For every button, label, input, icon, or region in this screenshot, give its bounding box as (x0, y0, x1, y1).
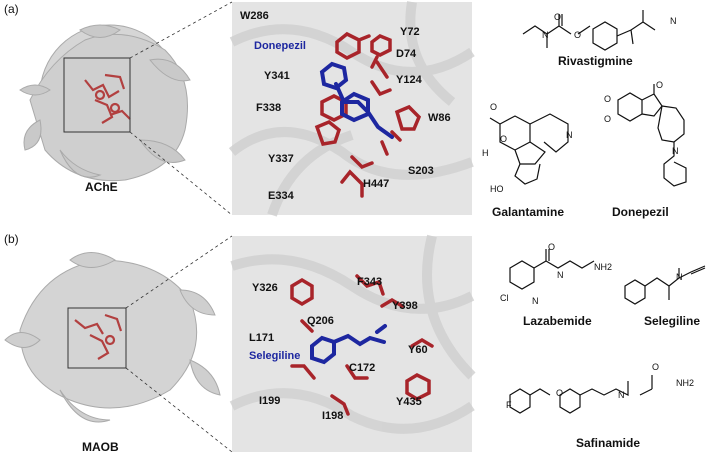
ache-binding-site (228, 1, 475, 217)
residue-y124: Y124 (396, 74, 422, 86)
residue-y398: Y398 (392, 300, 418, 312)
maob-protein-structure (4, 252, 221, 423)
rivastigmine-o1: O (554, 12, 562, 22)
galantamine-n: N (566, 130, 573, 140)
lazabemide-nh2: NH2 (594, 262, 613, 272)
ligand-selegiline-label: Selegiline (249, 350, 301, 362)
compound-safinamide: Safinamide (576, 436, 641, 450)
safinamide-o-ether: O (556, 388, 564, 398)
residue-i198: I198 (322, 410, 344, 422)
ache-protein-structure (19, 24, 191, 182)
protein-name-maob: MAOB (82, 440, 119, 454)
galantamine-h: H (482, 148, 489, 158)
protein-name-ache: AChE (85, 180, 118, 194)
residue-y72: Y72 (400, 26, 420, 38)
safinamide-nh2: NH2 (676, 378, 695, 388)
panel-label-a: (a) (4, 2, 19, 16)
ligand-donepezil-label: Donepezil (254, 40, 306, 52)
selegiline-structure (624, 265, 706, 305)
residue-y60: Y60 (408, 344, 428, 356)
compound-donepezil: Donepezil (612, 205, 669, 219)
donepezil-o-2: O (604, 114, 612, 124)
rivastigmine-n2: N (670, 16, 677, 26)
safinamide-o-amide: O (652, 362, 660, 372)
residue-d74: D74 (396, 48, 417, 60)
residue-i199: I199 (259, 395, 281, 407)
residue-y435: Y435 (396, 396, 422, 408)
rivastigmine-n1: N (542, 30, 549, 40)
selegiline-n: N (676, 272, 683, 282)
lazabemide-n-ring: N (532, 296, 539, 306)
residue-w286: W286 (240, 10, 269, 22)
galantamine-structure (489, 113, 569, 185)
maob-binding-site (229, 234, 476, 452)
safinamide-structure (509, 375, 653, 414)
residue-y326: Y326 (252, 282, 278, 294)
residue-y341: Y341 (264, 70, 290, 82)
residue-e334: E334 (268, 190, 294, 202)
compound-lazabemide: Lazabemide (523, 314, 592, 328)
residue-f343: F343 (357, 276, 383, 288)
lazabemide-structure (509, 249, 595, 290)
rivastigmine-structure (522, 10, 656, 51)
galantamine-o-ring: O (500, 134, 508, 144)
lazabemide-n-amide: N (557, 270, 564, 280)
residue-f338: F338 (256, 102, 282, 114)
safinamide-f: F (506, 400, 512, 410)
donepezil-o-ketone: O (656, 80, 664, 90)
galantamine-ho: HO (490, 184, 504, 194)
residue-q206: Q206 (307, 315, 334, 327)
panel-label-b: (b) (4, 232, 19, 246)
residue-h447: H447 (363, 178, 390, 190)
residue-y337: Y337 (268, 153, 294, 165)
donepezil-structure (617, 84, 687, 187)
lazabemide-cl: Cl (500, 293, 509, 303)
lazabemide-o: O (548, 242, 556, 252)
residue-l171: L171 (249, 332, 275, 344)
safinamide-n: N (618, 390, 625, 400)
residue-c172: C172 (349, 362, 376, 374)
residue-w86: W86 (428, 112, 451, 124)
compound-selegiline: Selegiline (644, 314, 701, 328)
compound-rivastigmine: Rivastigmine (558, 54, 633, 68)
rivastigmine-o2: O (574, 30, 582, 40)
donepezil-o-1: O (604, 94, 612, 104)
galantamine-o-methoxy: O (490, 102, 498, 112)
residue-s203: S203 (408, 165, 434, 177)
donepezil-n: N (672, 146, 679, 156)
compound-galantamine: Galantamine (492, 205, 565, 219)
